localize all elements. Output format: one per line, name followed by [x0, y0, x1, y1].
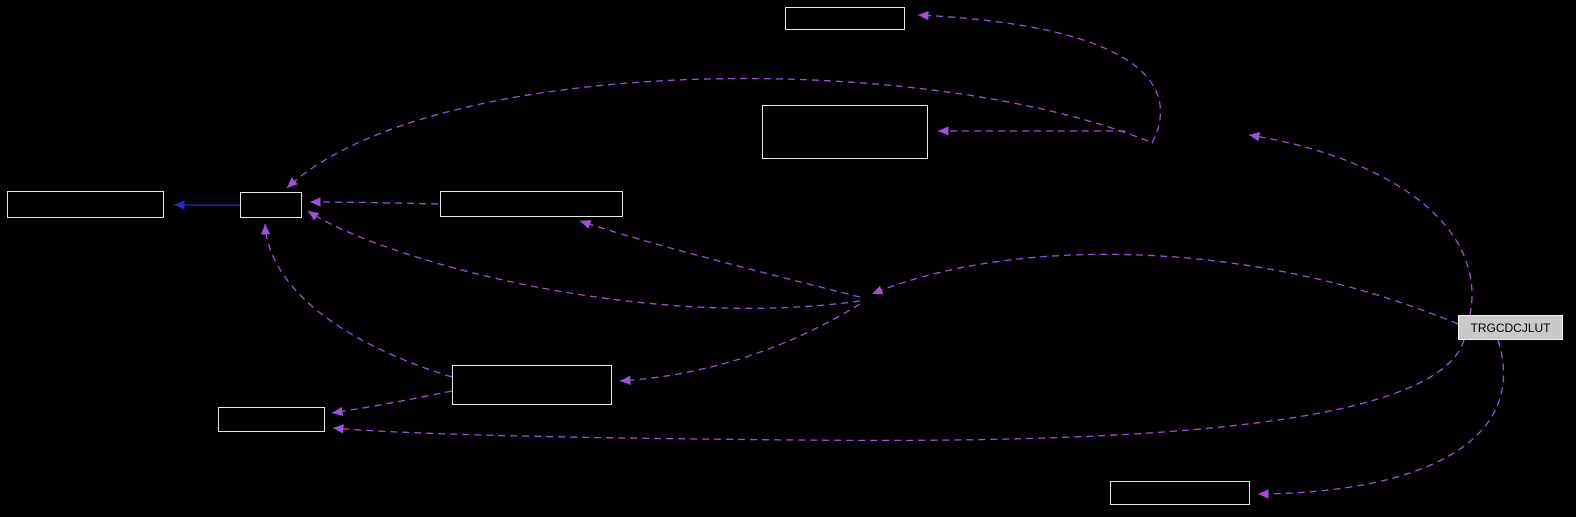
edge-main-to-node-lower-left — [332, 339, 1465, 442]
graph-node-bottom-right[interactable] — [1110, 481, 1250, 505]
graph-node-label: TRGCDCJLUT — [1470, 320, 1551, 335]
edge-node-lower-mid-to-node-lower-left — [331, 390, 453, 417]
graph-node-mid-left[interactable] — [440, 191, 623, 217]
graph-node-far-left[interactable] — [7, 191, 164, 218]
edge-hub-right-to-node-top — [917, 10, 1162, 144]
edge-hub-center-to-node-lower-mid — [619, 303, 861, 386]
edge-node-mid-left-to-node-small-left — [309, 197, 439, 207]
graph-node-top[interactable] — [785, 7, 905, 30]
edge-main-to-hub-right — [1248, 132, 1473, 316]
graph-node-upper-mid[interactable] — [762, 105, 928, 159]
edge-main-to-node-bottom-right — [1257, 339, 1505, 499]
edge-hub-center-to-node-small-left — [307, 210, 861, 310]
edge-hub-right-to-node-small-left-top — [286, 77, 1149, 189]
edge-node-lower-mid-to-node-small-left — [260, 223, 453, 378]
edge-main-to-hub-center — [871, 253, 1459, 325]
graph-node-lower-left[interactable] — [218, 407, 325, 432]
edge-hub-center-to-node-mid-left — [579, 219, 861, 298]
graph-node-lower-mid[interactable] — [452, 365, 612, 405]
graph-node-small-left[interactable] — [240, 192, 302, 218]
graph-node-trgcdcjlut[interactable]: TRGCDCJLUT — [1458, 315, 1563, 340]
